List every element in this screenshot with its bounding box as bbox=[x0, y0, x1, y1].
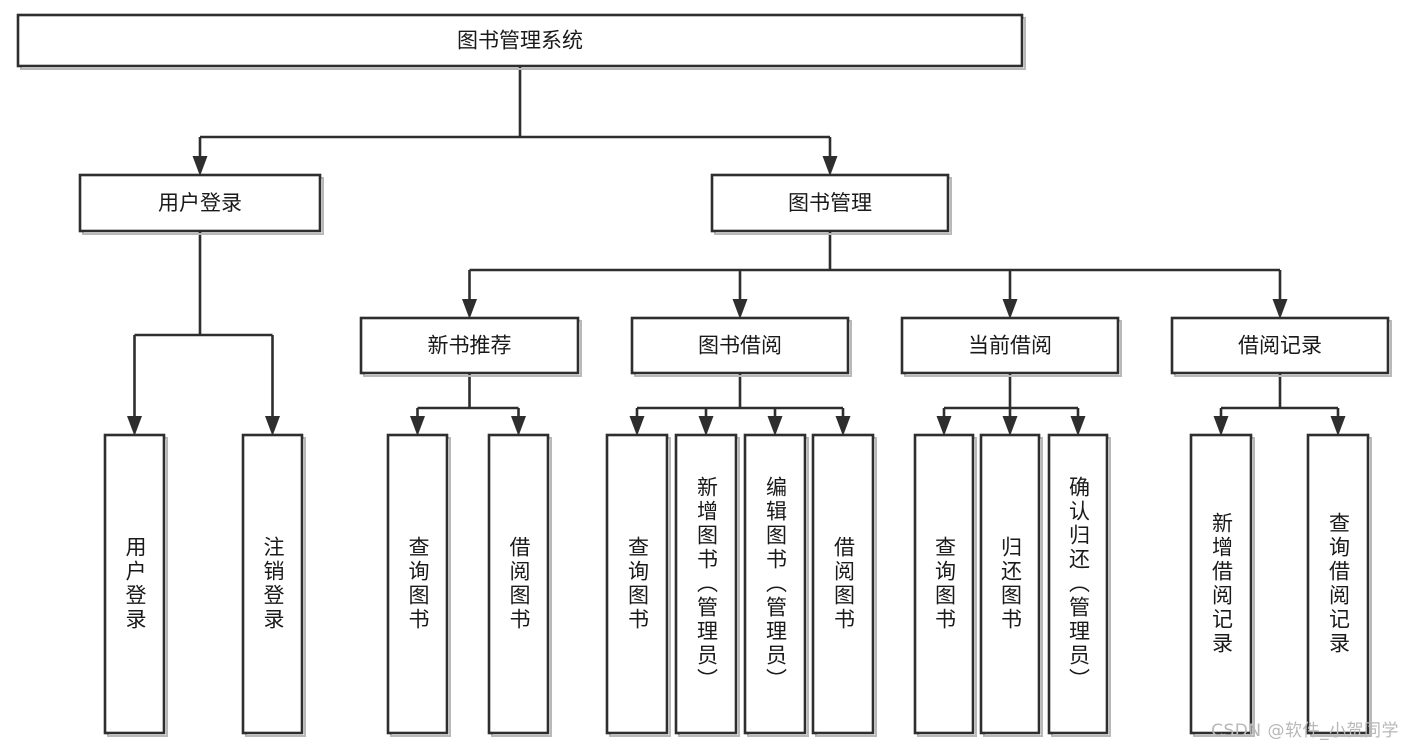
node-leaf-query-book-rec[interactable] bbox=[386, 433, 451, 737]
edge-group-user-login bbox=[127, 231, 280, 436]
arrow-head bbox=[698, 416, 714, 436]
arrow-head bbox=[410, 416, 425, 436]
node-book-borrow[interactable]: 图书借阅 bbox=[630, 316, 852, 377]
node-leaf-edit-book-admin[interactable] bbox=[743, 433, 809, 737]
arrow-head bbox=[732, 299, 748, 319]
node-user-login[interactable]: 用户登录 bbox=[78, 173, 324, 235]
node-label: 图书管理 bbox=[788, 191, 872, 215]
arrow-head bbox=[462, 299, 477, 319]
node-label: 图书管理系统 bbox=[457, 29, 583, 53]
node-leaf-add-borrow-record[interactable] bbox=[1189, 433, 1255, 737]
node-label: 借阅记录 bbox=[1238, 334, 1322, 358]
arrow-head bbox=[1002, 416, 1018, 436]
arrow-head bbox=[1002, 299, 1018, 319]
edge-group-current-borrow bbox=[936, 373, 1086, 436]
node-root[interactable]: 图书管理系统 bbox=[16, 13, 1026, 70]
arrow-head bbox=[936, 416, 952, 436]
node-leaf-query-book-current[interactable] bbox=[913, 433, 977, 737]
node-leaf-borrow-book-rec[interactable] bbox=[487, 433, 552, 737]
edge-group-root bbox=[192, 66, 838, 176]
node-leaf-query-book-borrow[interactable] bbox=[605, 433, 671, 737]
arrow-head bbox=[127, 416, 142, 436]
arrow-head bbox=[1213, 416, 1229, 436]
watermark: CSDN @软件_小贺同学 bbox=[1211, 721, 1399, 741]
edge-group-borrow-record bbox=[1213, 373, 1346, 436]
arrow-head bbox=[1272, 299, 1288, 319]
node-leaf-logout[interactable] bbox=[241, 433, 306, 737]
node-leaf-borrow-book[interactable] bbox=[811, 433, 877, 737]
node-borrow-record[interactable]: 借阅记录 bbox=[1170, 316, 1392, 377]
arrow-head bbox=[192, 156, 208, 176]
arrow-head bbox=[822, 156, 838, 176]
arrow-head bbox=[629, 416, 645, 436]
node-label: 图书借阅 bbox=[698, 334, 782, 358]
node-leaf-confirm-return-admin[interactable] bbox=[1047, 433, 1111, 737]
edge-group-book-borrow bbox=[629, 373, 851, 436]
node-leaf-user-login[interactable] bbox=[103, 433, 168, 737]
node-label: 用户登录 bbox=[158, 191, 242, 215]
node-label: 当前借阅 bbox=[968, 334, 1052, 358]
arrow-head bbox=[1070, 416, 1086, 436]
node-leaf-add-book-admin[interactable] bbox=[674, 433, 740, 737]
node-current-borrow[interactable]: 当前借阅 bbox=[900, 316, 1122, 377]
arrow-head bbox=[265, 416, 280, 436]
edge-group-book-manage bbox=[462, 231, 1288, 319]
arrow-head bbox=[835, 416, 851, 436]
node-new-book-recommend[interactable]: 新书推荐 bbox=[359, 316, 582, 377]
edge-group-new-book-recommend bbox=[410, 373, 526, 436]
node-label: 新书推荐 bbox=[428, 334, 512, 358]
arrow-head bbox=[1330, 416, 1346, 436]
node-book-manage[interactable]: 图书管理 bbox=[710, 173, 952, 235]
node-leaf-return-book[interactable] bbox=[979, 433, 1043, 737]
arrow-head bbox=[511, 416, 526, 436]
arrow-head bbox=[767, 416, 783, 436]
node-leaf-query-borrow-record[interactable] bbox=[1306, 433, 1372, 737]
